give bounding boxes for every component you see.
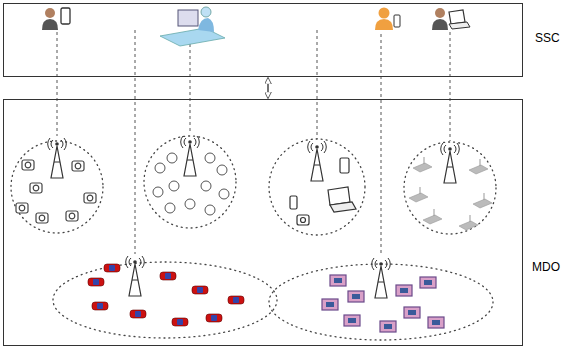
laptop-base: [330, 202, 356, 212]
chip-icon: [428, 317, 444, 328]
chip-icon: [420, 277, 436, 288]
car-icon: [88, 278, 104, 286]
sensor-cluster: [153, 153, 229, 215]
camera-icon: [66, 211, 78, 221]
chip-icon: [322, 299, 338, 310]
double-arrow: [267, 78, 269, 98]
chip-cluster: [322, 275, 444, 332]
camera-icon: [72, 161, 84, 171]
phone-icon: [394, 15, 400, 27]
cluster-outline: [53, 262, 277, 338]
region-node: MDO: [3, 99, 562, 346]
laptop-base: [449, 22, 470, 29]
laptop-screen: [449, 10, 465, 24]
chip-icon: [404, 307, 420, 318]
region-label: SSC: [535, 31, 560, 45]
base-station-icon: [181, 136, 200, 176]
sensor-node: [217, 165, 227, 175]
car-icon: [172, 318, 188, 326]
wireless-device-icon: [459, 215, 478, 230]
person-body: [375, 19, 393, 30]
car-icon: [104, 264, 120, 272]
base-station-icon: [372, 258, 391, 298]
person-icon: [432, 8, 448, 30]
sensor-node: [165, 203, 175, 213]
wireless-cluster: [409, 157, 492, 230]
monitor: [178, 10, 198, 26]
tablet-icon: [61, 8, 70, 24]
camera-icon: [16, 203, 28, 213]
users: [42, 7, 470, 46]
dashed-link: [190, 44, 191, 134]
wireless-device-icon: [413, 157, 432, 172]
association-lines: [57, 30, 450, 256]
region-frame: [3, 3, 523, 77]
chip-icon: [396, 285, 412, 296]
tablet-icon: [340, 158, 349, 173]
dashed-link: [381, 34, 382, 256]
sensor-node: [155, 163, 165, 173]
car-icon: [228, 296, 244, 304]
person-icon: [42, 8, 58, 30]
car-icon: [92, 302, 108, 310]
camera-icon: [297, 215, 309, 225]
cluster-outline: [269, 139, 365, 235]
sensor-node: [201, 181, 211, 191]
dashed-link: [57, 32, 58, 136]
device-cluster: [290, 158, 356, 225]
base-station-icon: [308, 141, 327, 181]
sensor-node: [167, 153, 177, 163]
camera-icon: [22, 160, 34, 170]
sensor-node: [205, 205, 215, 215]
worker-body: [198, 18, 214, 32]
sensor-node: [219, 189, 229, 199]
cluster-outline: [144, 136, 236, 228]
wireless-device-icon: [423, 209, 442, 224]
region-node: SSC: [3, 3, 562, 77]
cluster-outlines: [11, 136, 496, 340]
base-station-icon: [48, 138, 67, 178]
wireless-device-icon: [473, 193, 492, 208]
camera-icon: [30, 183, 42, 193]
sensor-node: [169, 181, 179, 191]
dashed-link: [450, 32, 451, 141]
chip-icon: [330, 275, 346, 286]
dashed-link: [135, 30, 136, 254]
person-head: [379, 8, 390, 19]
sensor-node: [185, 199, 195, 209]
base-station-icon: [441, 143, 460, 183]
chip-icon: [380, 321, 396, 332]
wireless-device-icon: [409, 187, 428, 202]
chip-icon: [348, 291, 364, 302]
car-icon: [130, 310, 146, 318]
base-stations: [48, 136, 460, 298]
car-icon: [160, 272, 176, 280]
car-icon: [206, 314, 222, 322]
person-icon: [375, 8, 400, 31]
chip-icon: [344, 315, 360, 326]
cluster-outline: [404, 142, 496, 234]
region-frame: [3, 99, 523, 346]
wireless-device-icon: [469, 159, 488, 174]
sensor-node: [153, 187, 163, 197]
base-station-icon: [126, 256, 145, 296]
vehicle-cluster: [88, 264, 244, 326]
camera-icon: [36, 213, 48, 223]
camera-cluster: [16, 160, 96, 223]
phone-icon: [290, 196, 297, 209]
car-icon: [192, 286, 208, 294]
region-label: MDO: [532, 260, 560, 274]
sensor-node: [205, 153, 215, 163]
camera-icon: [84, 193, 96, 203]
dashed-link: [317, 30, 318, 139]
desk-worker: [160, 7, 225, 46]
camera-lens: [301, 218, 306, 223]
desk: [160, 28, 225, 46]
worker-head: [201, 7, 211, 17]
